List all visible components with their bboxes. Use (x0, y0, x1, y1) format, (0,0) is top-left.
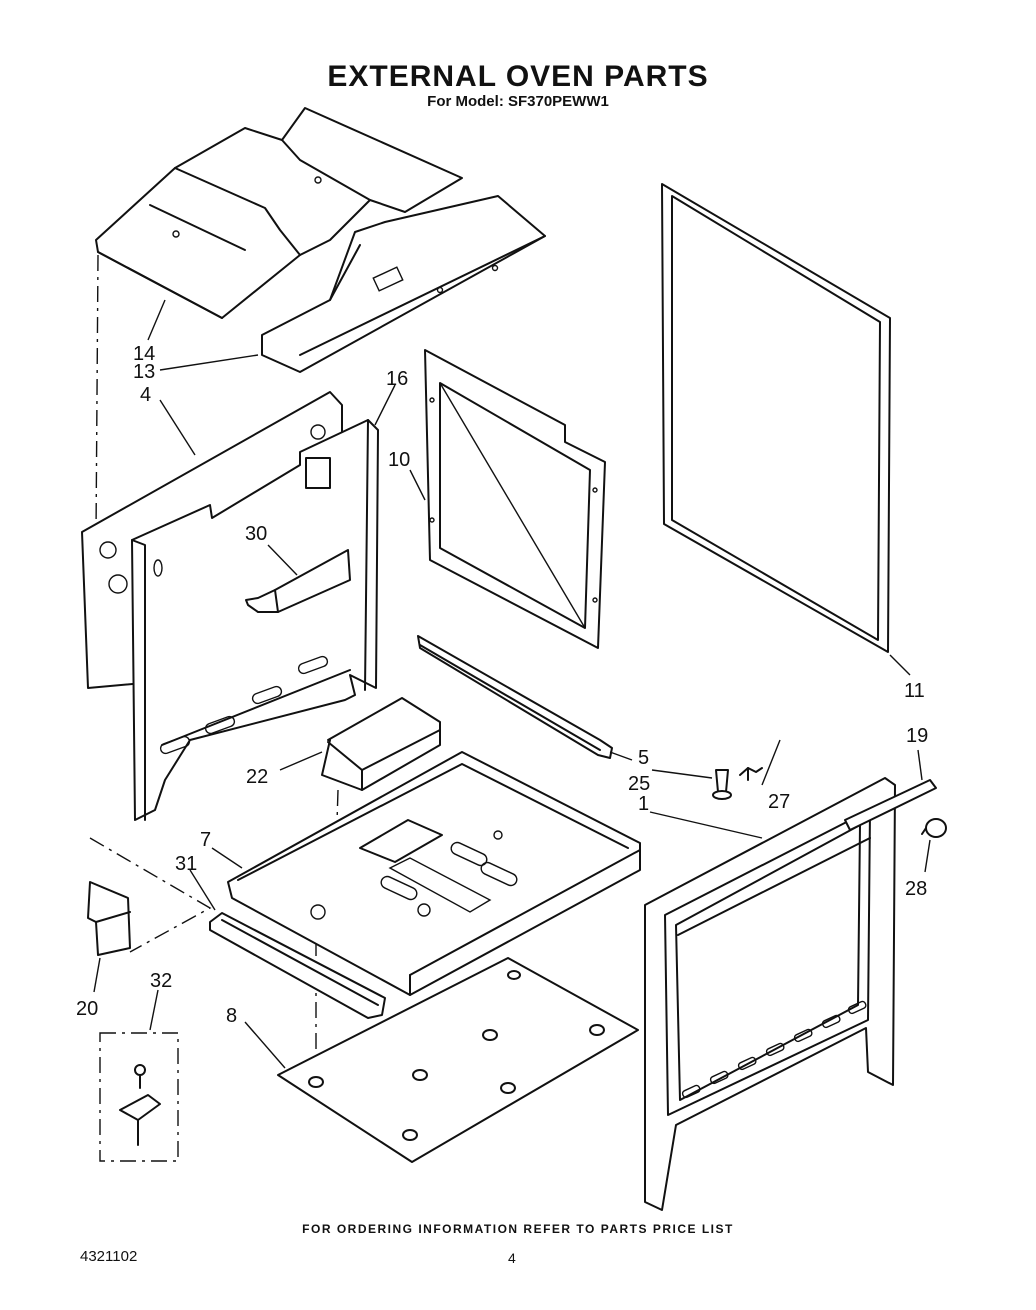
model-subtitle: For Model: SF370PEWW1 (427, 93, 609, 110)
callout-31: 31 (175, 853, 197, 875)
part-heat-shield (321, 697, 441, 791)
callout-14: 14 (133, 343, 155, 365)
page-number: 4 (508, 1250, 516, 1266)
part-knob (921, 818, 947, 838)
part-small-bracket (245, 549, 351, 613)
part-front-trim (209, 912, 386, 1019)
oven-door-vents (681, 1000, 867, 1099)
part-top-cover (95, 107, 463, 319)
callout-30: 30 (245, 523, 267, 545)
callout-27: 27 (768, 791, 790, 813)
callout-8: 8 (226, 1005, 237, 1027)
leader-lines (93, 299, 931, 1069)
part-top-bar (844, 779, 937, 831)
part-oven-door (644, 777, 896, 1211)
callout-20: 20 (76, 998, 98, 1020)
callout-25: 25 (628, 773, 650, 795)
document-number: 4321102 (80, 1248, 138, 1265)
part-rear-channel (261, 195, 546, 373)
callout-1: 1 (638, 793, 649, 815)
callout-10: 10 (388, 449, 410, 471)
callout-22: 22 (246, 766, 268, 788)
page-title: EXTERNAL OVEN PARTS (327, 60, 709, 93)
callout-16: 16 (386, 368, 408, 390)
part-fitting (712, 769, 732, 800)
part-burner-pan (227, 751, 641, 996)
alignment-line-bracket (89, 837, 212, 953)
callout-11: 11 (904, 680, 925, 702)
part-rear-panel (661, 183, 891, 653)
callout-19: 19 (906, 725, 928, 747)
callout-7: 7 (200, 829, 211, 851)
part-front-rail (417, 635, 613, 759)
part-front-frame (424, 349, 606, 649)
callout-5: 5 (638, 747, 649, 769)
callout-4: 4 (140, 384, 151, 406)
callout-13: 13 (133, 361, 155, 383)
callout-28: 28 (905, 878, 927, 900)
ordering-note: FOR ORDERING INFORMATION REFER TO PARTS … (302, 1222, 734, 1236)
callout-labels: 14 13 4 16 10 30 11 5 25 27 19 22 1 7 31… (76, 343, 928, 1027)
part-screw-clip (739, 767, 763, 781)
alignment-line-left (95, 254, 99, 536)
side-panel-slots (159, 655, 329, 755)
part-bottom-panel (277, 957, 639, 1163)
part-side-panel-inner (131, 419, 379, 821)
part-left-bracket (87, 881, 131, 956)
callout-32: 32 (150, 970, 172, 992)
part-hardware-kit (99, 1032, 179, 1162)
